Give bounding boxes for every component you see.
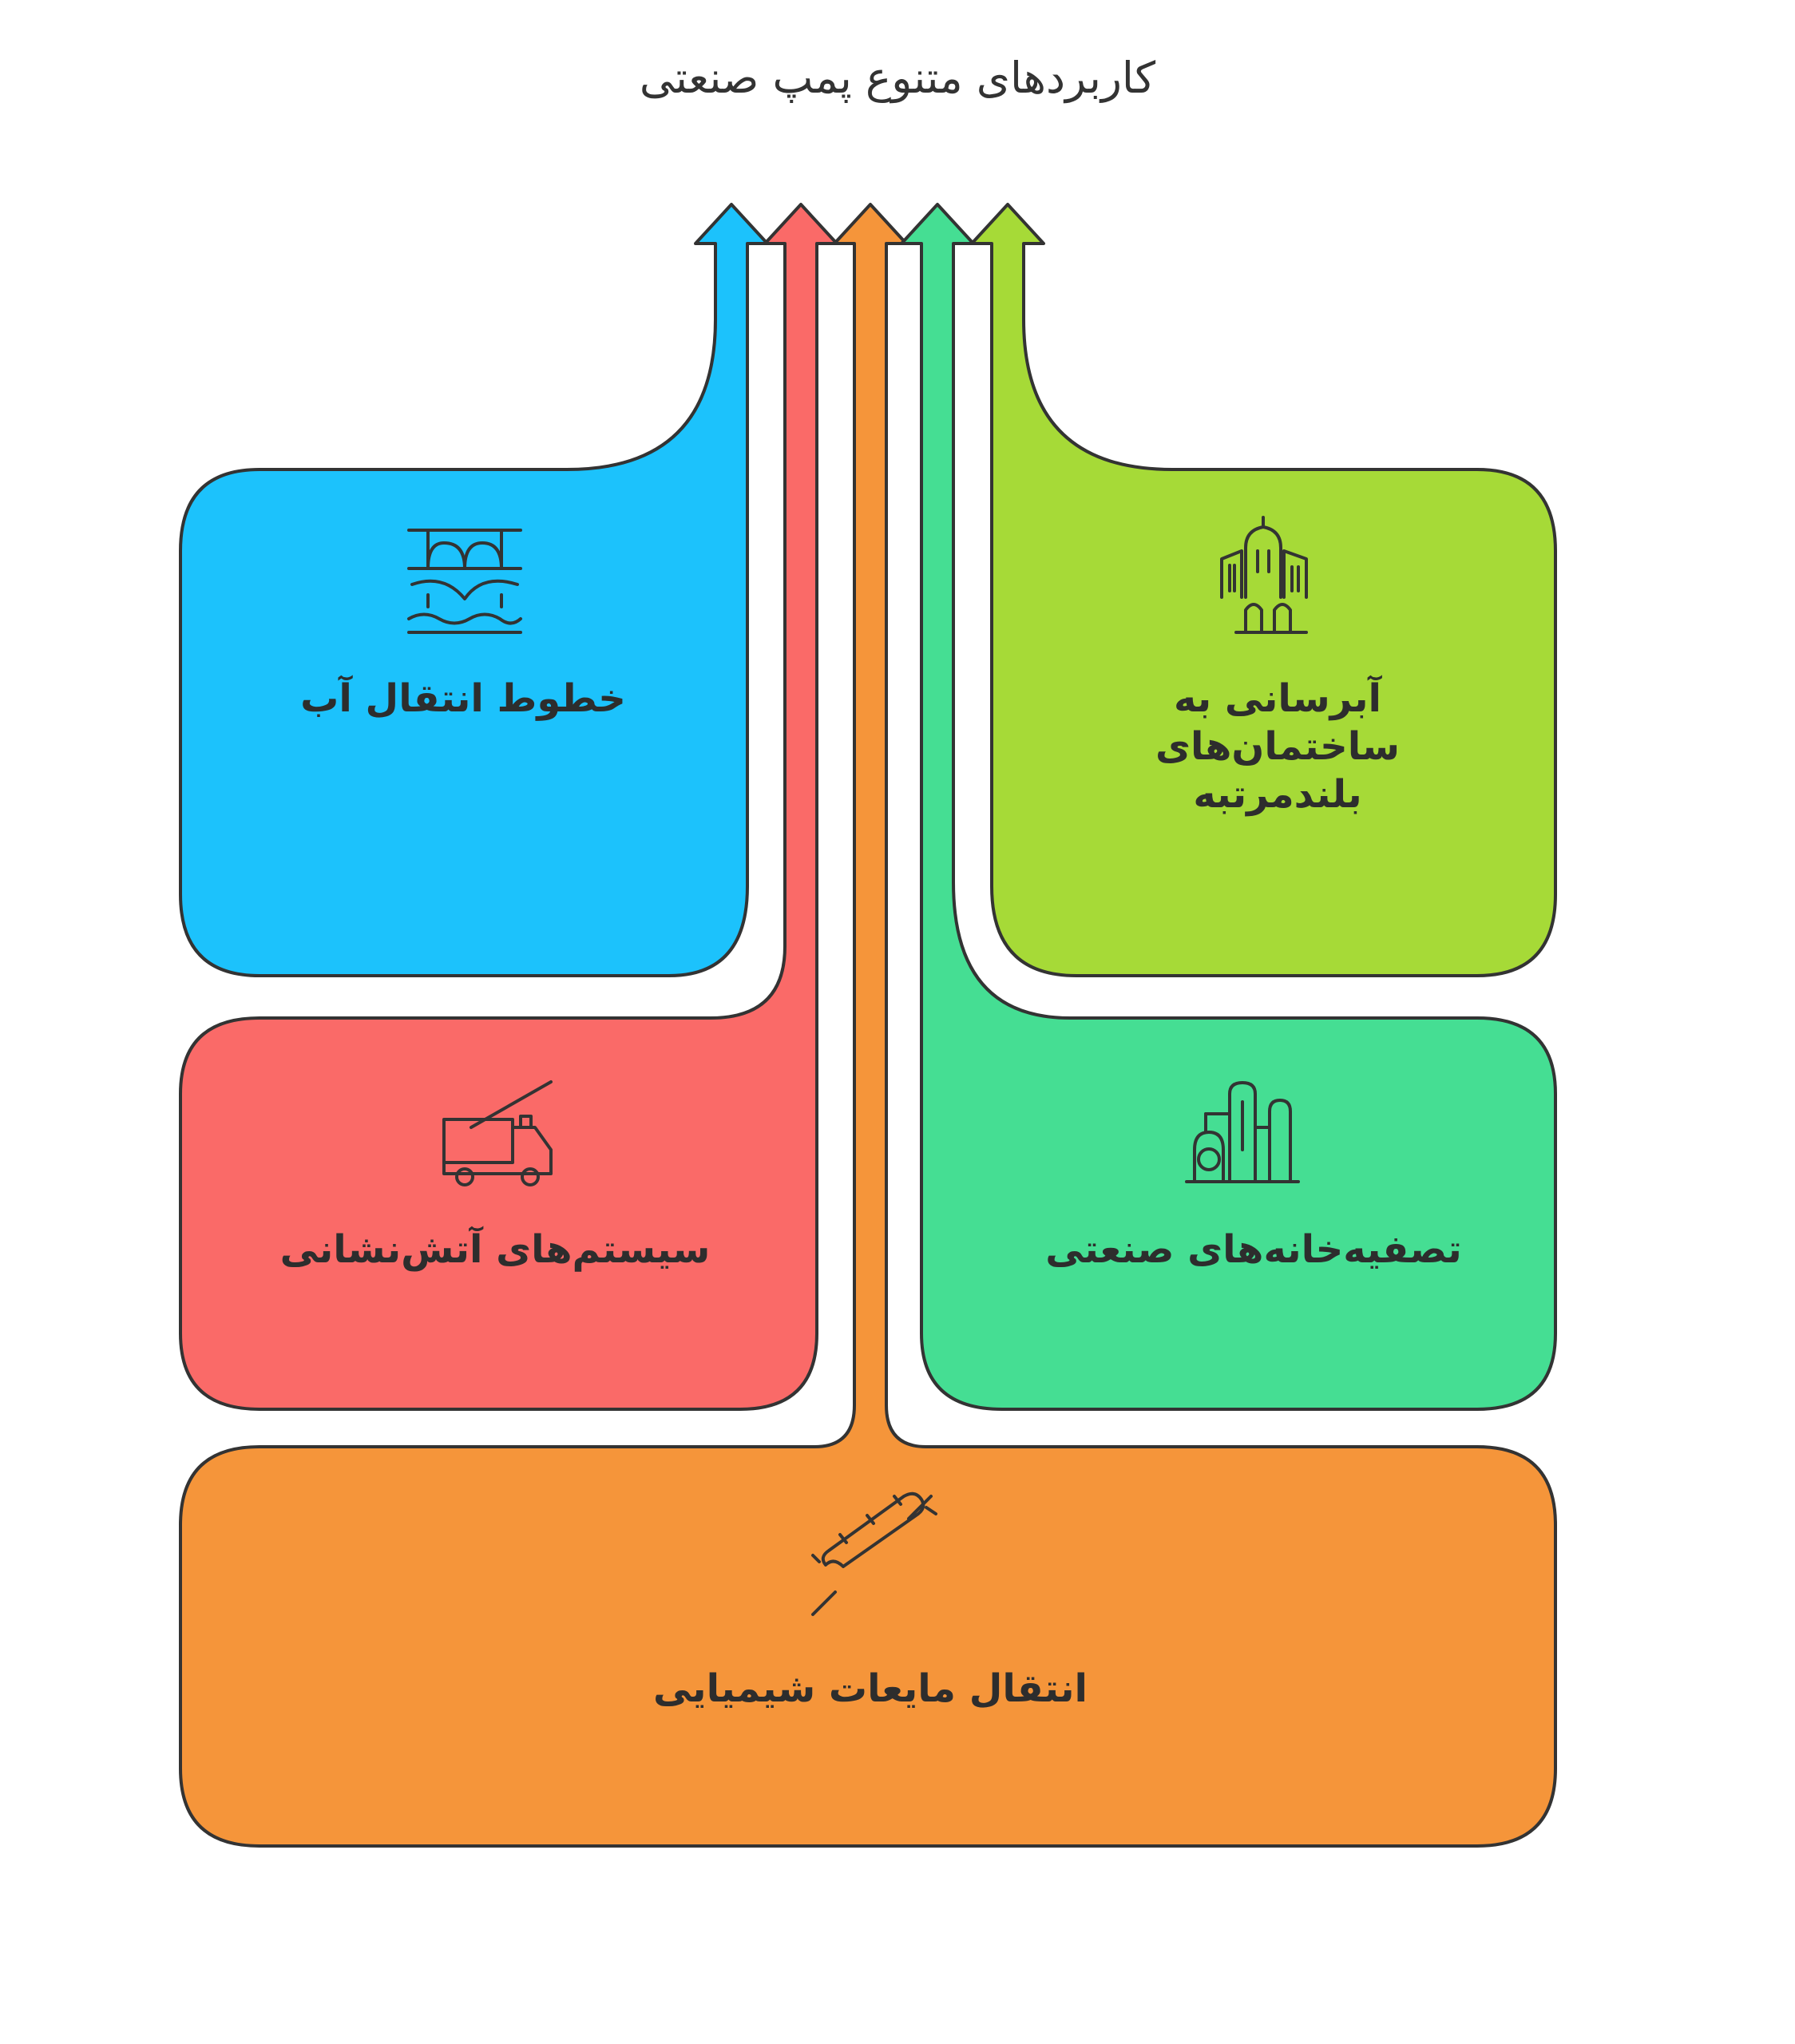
shape-chemical-transfer: [179, 203, 1557, 1848]
page-title: کاربردهای متنوع پمپ صنعتی: [639, 53, 1156, 103]
shape-fire-systems: [179, 203, 838, 1411]
label-water-lines: خطوط انتقال آب: [300, 676, 626, 721]
label-high-rise: آبرسانی به ساختمان‌های بلندمرتبه: [1155, 676, 1400, 817]
label-fire-systems: سیستم‌های آتش‌نشانی: [279, 1227, 711, 1272]
shape-high-rise: [970, 203, 1557, 977]
pipeline-icon: [811, 1491, 937, 1616]
shape-refineries: [900, 203, 1557, 1411]
buildings-icon: [1220, 516, 1308, 634]
fire-truck-icon: [442, 1080, 553, 1186]
label-refineries: تصفیه‌خانه‌های صنعتی: [1045, 1227, 1462, 1272]
label-chemical-transfer: انتقال مایعات شیمیایی: [652, 1666, 1088, 1711]
refinery-icon: [1185, 1081, 1300, 1183]
bridge-icon: [407, 529, 522, 634]
